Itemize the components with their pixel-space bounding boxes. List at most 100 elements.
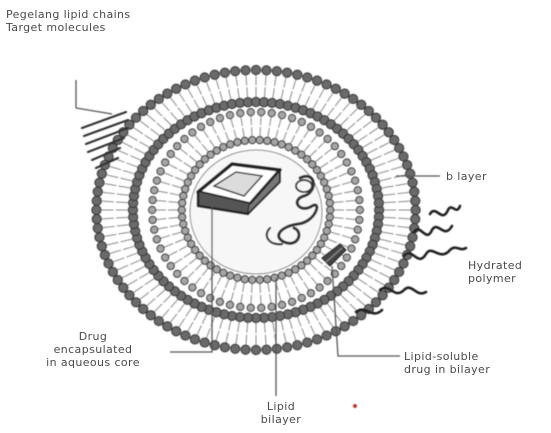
lipid-head	[343, 254, 350, 261]
lipid-tail	[358, 279, 367, 285]
lipid-head	[338, 150, 345, 157]
lipid-head	[399, 259, 408, 268]
lipid-tail	[202, 268, 208, 275]
lipid-tail	[302, 82, 306, 92]
lipid-tail	[302, 328, 306, 338]
lipid-tail	[391, 250, 402, 253]
lipid-tail	[195, 277, 201, 284]
lipid-head	[190, 76, 199, 85]
lipid-head	[356, 196, 363, 203]
lipid-head	[220, 68, 229, 77]
lipid-head	[271, 274, 278, 281]
lipid-tail	[194, 311, 199, 320]
lipid-head	[331, 143, 338, 150]
lipid-tail	[116, 202, 128, 203]
lipid-tail	[220, 91, 223, 101]
lipid-tail	[180, 265, 188, 271]
lipid-tail	[103, 192, 115, 193]
lipid-tail	[297, 317, 301, 327]
lipid-head	[303, 338, 312, 347]
lipid-tail	[234, 281, 236, 290]
lipid-head	[93, 187, 102, 196]
lipid-tail	[334, 202, 344, 203]
lipid-tail	[110, 250, 121, 253]
lipid-tail	[297, 140, 302, 148]
lipid-tail	[162, 103, 169, 111]
lipid-tail	[172, 232, 182, 235]
lipid-head	[189, 284, 196, 291]
lipid-tail	[261, 116, 262, 125]
lipid-tail	[158, 227, 168, 229]
lipid-tail	[378, 170, 389, 173]
lipid-tail	[225, 132, 228, 141]
lipid-tail	[344, 191, 354, 193]
lipid-tail	[396, 184, 408, 186]
lipid-tail	[128, 135, 138, 141]
lipid-tail	[171, 112, 178, 120]
lipid-head	[190, 335, 199, 344]
lipid-head	[153, 236, 160, 243]
lipid-head	[249, 276, 256, 283]
lipid-tail	[358, 135, 367, 141]
lipid-tail	[281, 320, 283, 330]
lipid-head	[131, 298, 140, 307]
lipid-tail	[140, 121, 149, 128]
lipid-head	[357, 100, 366, 109]
lipid-tail	[140, 292, 149, 299]
lipid-tail	[320, 308, 326, 317]
lipid-tail	[203, 130, 208, 138]
lipid-tail	[113, 258, 124, 262]
lipid-tail	[203, 282, 208, 290]
lipid-head	[181, 277, 188, 284]
lipid-head	[356, 206, 363, 213]
lipid-tail	[211, 94, 215, 104]
lipid-tail	[226, 333, 228, 343]
lipid-head	[258, 109, 265, 116]
lipid-tail	[260, 284, 261, 293]
lipid-tail	[342, 235, 352, 238]
lipid-head	[349, 316, 358, 325]
lipid-tail	[319, 89, 324, 98]
lipid-tail	[252, 127, 253, 136]
lipid-tail	[264, 322, 265, 332]
lipid-tail	[324, 149, 332, 155]
lipid-tail	[357, 114, 365, 121]
lipid-tail	[217, 135, 221, 143]
lipid-tail	[367, 266, 377, 271]
label-line: Target molecules	[6, 21, 131, 34]
hydrated-polymer-chains	[356, 206, 466, 313]
lipid-head	[256, 136, 263, 143]
lipid-tail	[327, 304, 334, 313]
lipid-head	[271, 139, 278, 146]
lipid-tail	[374, 279, 384, 285]
lipid-head	[292, 266, 299, 273]
lipid-tail	[110, 166, 121, 169]
lipid-head	[184, 234, 191, 241]
lipid-tail	[363, 273, 373, 279]
lipid-tail	[283, 132, 286, 141]
lipid-tail	[105, 184, 117, 186]
lipid-head	[97, 242, 106, 251]
lipid-tail	[246, 75, 247, 85]
lipid-tail	[247, 87, 248, 97]
lipid-tail	[118, 265, 129, 270]
lipid-head	[189, 129, 196, 136]
lipid-head	[298, 118, 305, 125]
lipid-head	[323, 227, 330, 234]
lipid-tail	[353, 284, 362, 291]
lipid-tail	[327, 93, 333, 102]
lipid-tail	[139, 273, 149, 279]
lipid-head	[151, 187, 158, 194]
lipid-head	[293, 70, 302, 79]
lipid-tail	[296, 286, 300, 294]
lipid-tail	[216, 331, 219, 341]
lipid-head	[316, 284, 323, 291]
lipid-tail	[335, 164, 344, 169]
lipid-head	[283, 343, 292, 352]
lipid-tail	[324, 170, 333, 175]
lipid-head	[97, 169, 106, 178]
lipid-head	[411, 215, 420, 224]
lipid-tail	[397, 226, 409, 227]
lipid-tail	[147, 114, 155, 121]
